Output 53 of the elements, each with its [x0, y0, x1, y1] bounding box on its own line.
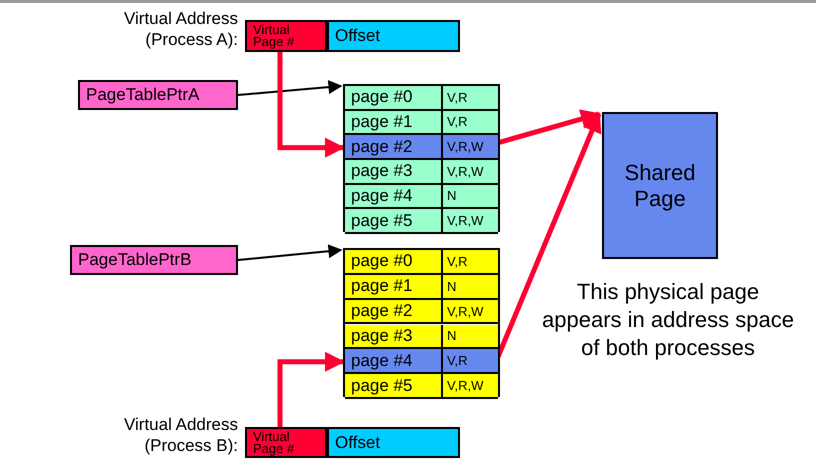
permission-flags: V,R,W	[446, 377, 484, 396]
page-number: page #0	[345, 86, 443, 109]
permission-flags: V,R,W	[446, 212, 484, 230]
page-number: page #3	[345, 160, 443, 183]
permission-flags: V,R,W	[446, 138, 484, 156]
page-table-row	[345, 250, 498, 275]
page-table-row	[345, 135, 498, 160]
permission-flags: V,R	[446, 113, 468, 132]
arrow	[238, 80, 342, 96]
shared-page: Shared Page	[602, 112, 718, 259]
offset-field: Offset	[327, 427, 460, 458]
page-number: page #5	[345, 374, 443, 397]
page-table-row	[345, 160, 498, 185]
permission-flags: V,R	[446, 352, 468, 370]
page-number: page #0	[345, 250, 443, 273]
page-table-row	[345, 349, 498, 374]
permission-flags: N	[446, 327, 458, 346]
page-table-row	[345, 86, 498, 111]
permission-flags: N	[446, 278, 458, 296]
arrow	[238, 244, 342, 261]
page-table-pointer: PageTablePtrB	[70, 245, 238, 275]
permission-flags: N	[446, 187, 458, 206]
arrow	[278, 52, 345, 158]
page-number: page #4	[345, 184, 443, 208]
caption-text: This physical page appears in address space of both processes	[541, 278, 795, 362]
address-label: Virtual Address (Process A):	[122, 8, 238, 50]
page-table-row	[345, 110, 498, 136]
arrow	[278, 352, 345, 427]
page-number: page #2	[345, 135, 443, 158]
page-table	[343, 248, 500, 397]
page-table-row	[345, 209, 498, 234]
page-table-row	[345, 374, 498, 399]
permission-flags: V,R,W	[446, 302, 484, 321]
offset-field: Offset	[327, 20, 460, 52]
permission-flags: V,R	[446, 88, 468, 107]
page-number: page #3	[345, 324, 443, 348]
page-table-row	[345, 184, 498, 210]
page-number: page #4	[345, 349, 443, 372]
page-table-row	[345, 300, 498, 324]
page-number: page #2	[345, 300, 443, 322]
page-table-pointer: PageTablePtrA	[78, 80, 238, 110]
permission-flags: V,R	[446, 252, 468, 271]
page-table-row	[345, 274, 498, 300]
page-number: page #5	[345, 209, 443, 232]
page-table	[343, 84, 500, 232]
arrow	[497, 109, 601, 146]
permission-flags: V,R,W	[446, 162, 484, 181]
virtual-page-field: Virtual Page #	[245, 20, 327, 52]
address-label: Virtual Address (Process B):	[122, 414, 238, 456]
page-number: page #1	[345, 110, 443, 134]
page-table-row	[345, 324, 498, 350]
virtual-page-field: Virtual Page #	[245, 427, 327, 458]
page-number: page #1	[345, 274, 443, 298]
